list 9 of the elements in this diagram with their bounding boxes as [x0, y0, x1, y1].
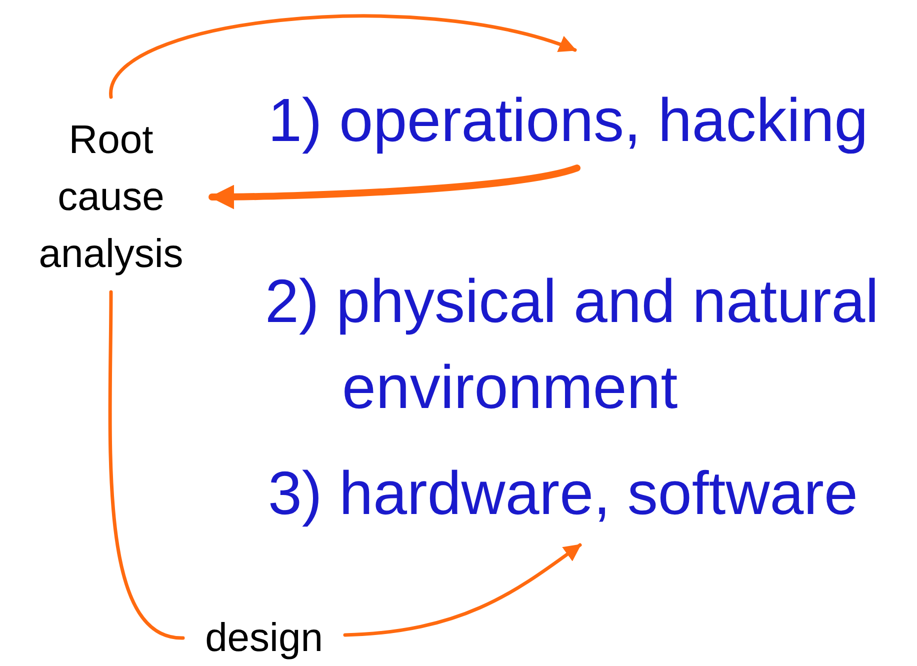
list-item: 3) hardware, software — [268, 458, 859, 528]
connector-line — [108, 290, 185, 640]
arrow — [343, 543, 582, 637]
list-item: 1) operations, hacking — [268, 85, 870, 155]
node-label: Root cause analysis — [38, 117, 184, 278]
list-item: 2) physical and natural environment — [265, 266, 880, 423]
node-label: design — [204, 615, 324, 662]
arrow — [208, 164, 580, 210]
arrow — [109, 14, 577, 99]
